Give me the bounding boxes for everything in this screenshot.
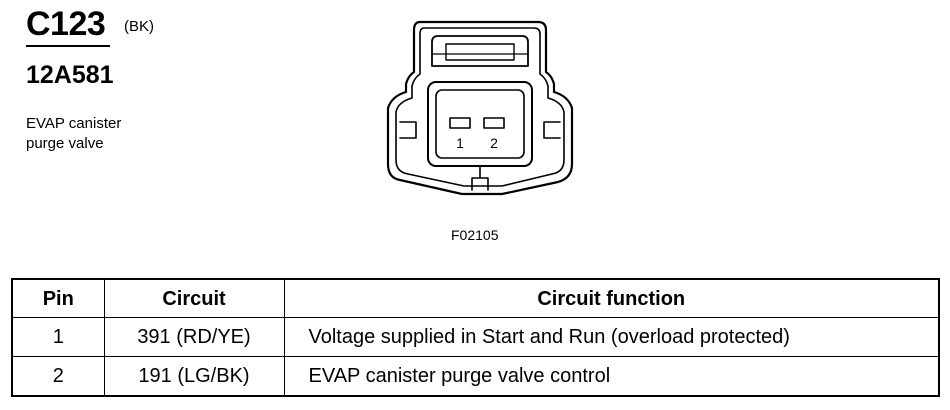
terminal-pin-2 <box>483 117 505 129</box>
connector-id: C123 <box>26 5 106 43</box>
connector-color-code: (BK) <box>124 18 154 35</box>
pin-label: 2 <box>490 135 498 151</box>
description-line: EVAP canister <box>26 115 122 132</box>
side-latch-left <box>399 121 417 139</box>
locking-tab-slot <box>445 43 515 61</box>
part-number: 12A581 <box>26 61 114 89</box>
pin-label: 1 <box>456 135 464 151</box>
description-line: purge valve <box>26 135 104 152</box>
circuit-cell: 191 (LG/BK) <box>103 356 285 397</box>
pinout-table: Pin Circuit Circuit function 1 391 (RD/Y… <box>11 278 940 397</box>
side-latch-right <box>543 121 561 139</box>
circuit-function-cell: Voltage supplied in Start and Run (overl… <box>283 317 940 357</box>
component-description: EVAP canister purge valve <box>26 114 121 154</box>
terminal-block-inner <box>435 89 525 159</box>
polarization-key <box>471 165 489 191</box>
table-row: 1 391 (RD/YE) Voltage supplied in Start … <box>11 317 940 357</box>
column-header-circuit: Circuit <box>103 278 285 318</box>
column-header-circuit-function: Circuit function <box>283 278 940 318</box>
figure-id: F02105 <box>451 227 499 243</box>
table-header-row: Pin Circuit Circuit function <box>11 278 940 318</box>
connector-face-drawing: 1 2 <box>386 20 574 196</box>
circuit-cell: 391 (RD/YE) <box>103 317 285 357</box>
column-header-pin: Pin <box>11 278 105 318</box>
pin-cell: 2 <box>11 356 105 397</box>
circuit-function-cell: EVAP canister purge valve control <box>283 356 940 397</box>
connector-housing-outer <box>386 20 574 196</box>
pin-cell: 1 <box>11 317 105 357</box>
terminal-block-outer <box>427 81 533 167</box>
terminal-pin-1 <box>449 117 471 129</box>
connector-id-underline <box>26 45 110 47</box>
connector-housing-inner <box>395 27 565 187</box>
locking-tab <box>431 35 529 67</box>
table-row: 2 191 (LG/BK) EVAP canister purge valve … <box>11 356 940 397</box>
